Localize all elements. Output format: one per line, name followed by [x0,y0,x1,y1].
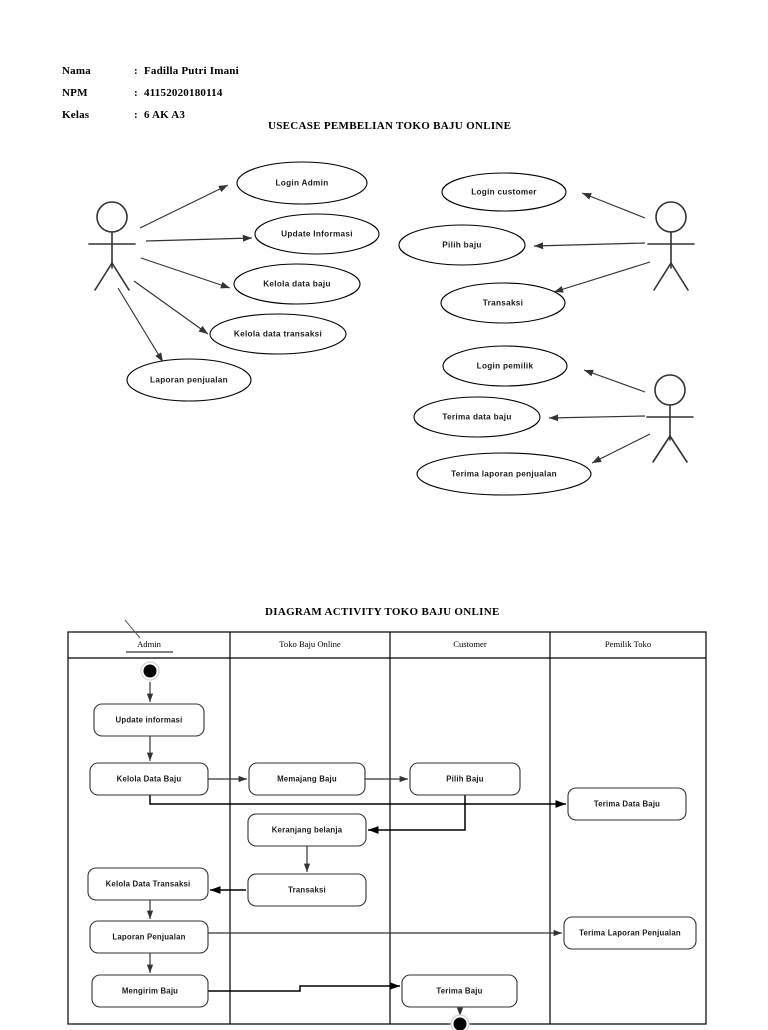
meta-separator-npm: : [134,87,144,99]
usecase-kelola-data-transaksi[interactable]: Kelola data transaksi [210,314,346,354]
meta-value-npm: 41152020180114 [144,87,223,99]
activity-keranjang-belanja[interactable]: Keranjang belanja [248,814,366,846]
assoc-pemilik-terimalaporan [592,434,650,463]
flow-pilih-to-keranjang [368,795,465,830]
usecase-label: Login Admin [275,179,328,188]
assoc-customer-transaksi [554,262,650,292]
activity-label: Pilih Baju [446,775,484,784]
lane-header-customer: Customer [453,639,487,649]
meta-row-kelas: Kelas : 6 AK A3 [62,104,239,126]
activity-label: Mengirim Baju [122,987,178,996]
activity-pilih-baju[interactable]: Pilih Baju [410,763,520,795]
activity-update-informasi[interactable]: Update informasi [94,704,204,736]
activity-diagram-title: DIAGRAM ACTIVITY TOKO BAJU ONLINE [265,606,500,618]
usecase-label: Terima laporan penjualan [451,470,557,479]
activity-label: Kelola Data Baju [117,775,182,784]
activity-kelola-data-transaksi[interactable]: Kelola Data Transaksi [88,868,208,900]
usecase-terima-data-baju[interactable]: Terima data baju [414,397,540,437]
usecase-login-pemilik[interactable]: Login pemilik [443,346,567,386]
meta-separator-kelas: : [134,109,144,121]
meta-value-kelas: 6 AK A3 [144,109,185,121]
activity-label: Terima Laporan Penjualan [579,929,681,938]
usecase-terima-laporan-penjualan[interactable]: Terima laporan penjualan [417,453,591,495]
swimlane-frame [68,632,706,1024]
meta-separator-nama: : [134,65,144,77]
meta-row-nama: Nama : Fadilla Putri Imani [62,60,239,82]
usecase-update-informasi[interactable]: Update Informasi [255,214,379,254]
activity-terima-laporan-penjualan[interactable]: Terima Laporan Penjualan [564,917,696,949]
start-node [141,662,159,680]
lane-header-toko-baju-online: Toko Baju Online [279,639,341,649]
activity-laporan-penjualan[interactable]: Laporan Penjualan [90,921,208,953]
admin-actor [89,202,135,290]
end-node [451,1015,469,1030]
flow-mengirim-to-terimabaju [208,986,400,991]
assoc-admin-kelolabaju [141,258,230,288]
flow-kelolabaju-to-terimadata [150,795,566,804]
usecase-diagram-title: USECASE PEMBELIAN TOKO BAJU ONLINE [268,120,511,132]
usecase-login-customer[interactable]: Login customer [442,173,566,211]
assoc-admin-kelolatransaksi [134,281,208,334]
assoc-admin-update [146,238,252,241]
meta-label-nama: Nama [62,65,134,77]
assoc-customer-login [582,193,645,218]
meta-row-npm: NPM : 41152020180114 [62,82,239,104]
usecase-label: Kelola data baju [263,280,331,289]
activity-label: Update informasi [116,716,183,725]
activity-label: Memajang Baju [277,775,337,784]
usecase-pilih-baju[interactable]: Pilih baju [399,225,525,265]
assoc-customer-pilih [534,243,645,246]
assoc-admin-login [140,185,228,228]
usecase-label: Login pemilik [477,362,534,371]
activity-label: Laporan Penjualan [112,933,185,942]
usecase-label: Terima data baju [442,413,511,422]
lane-header-admin: Admin [137,639,162,649]
usecase-label: Laporan penjualan [150,376,228,385]
activity-label: Keranjang belanja [272,826,343,835]
activity-label: Terima Data Baju [594,800,660,809]
meta-label-npm: NPM [62,87,134,99]
activity-mengirim-baju[interactable]: Mengirim Baju [92,975,208,1007]
activity-terima-baju[interactable]: Terima Baju [402,975,517,1007]
activity-label: Terima Baju [436,987,482,996]
usecase-label: Pilih baju [442,241,481,250]
usecase-kelola-data-baju[interactable]: Kelola data baju [234,264,360,304]
activity-label: Transaksi [288,886,326,895]
activity-terima-data-baju[interactable]: Terima Data Baju [568,788,686,820]
assoc-pemilik-terimabaju [549,416,645,418]
student-info-block: Nama : Fadilla Putri Imani NPM : 4115202… [62,60,239,126]
pemilik-actor [647,375,693,462]
usecase-login-admin[interactable]: Login Admin [237,162,367,204]
meta-label-kelas: Kelas [62,109,134,121]
activity-memajang-baju[interactable]: Memajang Baju [249,763,365,795]
start-node-dot [144,665,157,678]
activity-kelola-data-baju[interactable]: Kelola Data Baju [90,763,208,795]
assoc-admin-laporan [118,288,163,362]
activity-transaksi[interactable]: Transaksi [248,874,366,906]
usecase-label: Login customer [471,188,537,197]
meta-value-nama: Fadilla Putri Imani [144,65,239,77]
activity-label: Kelola Data Transaksi [106,880,191,889]
lane-header-pemilik-toko: Pemilik Toko [605,639,651,649]
usecase-transaksi[interactable]: Transaksi [441,283,565,323]
assoc-pemilik-login [584,370,645,392]
customer-actor [648,202,694,290]
usecase-label: Transaksi [483,299,523,308]
usecase-label: Update Informasi [281,230,353,239]
usecase-laporan-penjualan[interactable]: Laporan penjualan [127,359,251,401]
usecase-label: Kelola data transaksi [234,330,322,339]
activity-diagram: Admin Toko Baju Online Customer Pemilik Tok… [0,620,768,1030]
admin-header-tick [125,620,140,638]
